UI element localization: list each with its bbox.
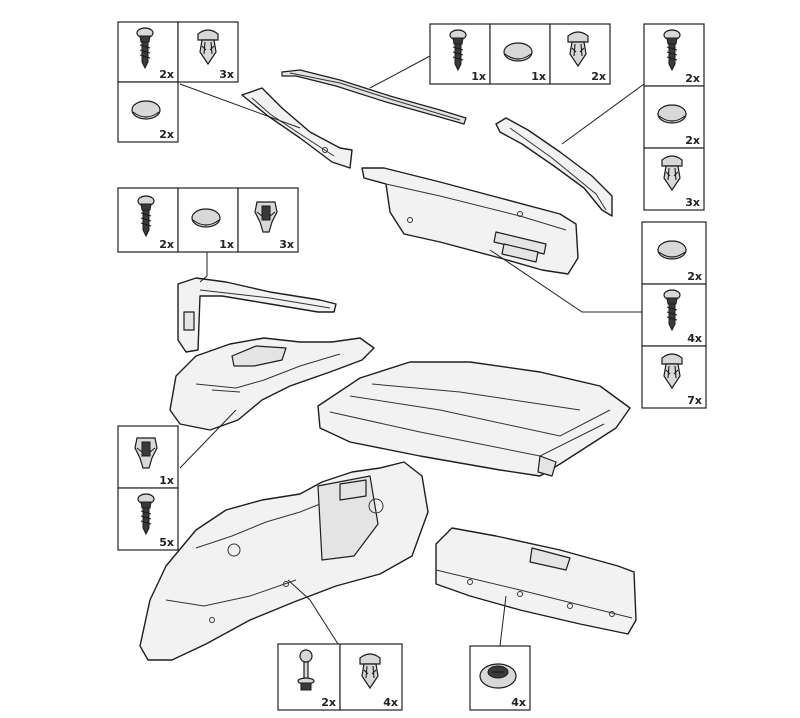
roof-weatherstrip bbox=[281, 69, 467, 125]
round-clip-icon bbox=[479, 663, 517, 689]
quantity-label: 3x bbox=[279, 238, 294, 251]
fastener-group-4: 2x 1x 3x bbox=[117, 187, 299, 253]
quantity-label: 1x bbox=[159, 474, 174, 487]
fastener-group-1: 2x 3x 2x bbox=[117, 21, 239, 143]
quarter-upper-trim bbox=[169, 337, 375, 431]
leader-lines bbox=[179, 55, 645, 647]
c-pillar-lower-trim bbox=[177, 277, 337, 353]
fastener-cell: 3x bbox=[177, 21, 239, 83]
fastener-cell: 4x bbox=[339, 643, 403, 711]
c-pillar-upper-trim bbox=[241, 87, 353, 169]
quantity-label: 2x bbox=[159, 68, 174, 81]
fastener-cell: 2x bbox=[117, 21, 179, 83]
fastener-group-2: 1x 1x 2x bbox=[429, 23, 611, 85]
fastener-cell: 1x bbox=[177, 187, 239, 253]
fastener-cell: 4x bbox=[641, 283, 707, 347]
quantity-label: 4x bbox=[687, 332, 702, 345]
cap-icon bbox=[131, 100, 161, 120]
quantity-label: 2x bbox=[687, 270, 702, 283]
fastener-cell: 1x bbox=[489, 23, 551, 85]
quantity-label: 4x bbox=[511, 696, 526, 709]
fastener-group-7: 2x 4x bbox=[277, 643, 403, 711]
quantity-label: 2x bbox=[159, 128, 174, 141]
fastener-cell: 4x bbox=[469, 645, 531, 711]
fastener-cell: 3x bbox=[643, 147, 705, 211]
fastener-cell: 2x bbox=[643, 23, 705, 87]
quantity-label: 1x bbox=[531, 70, 546, 83]
quantity-label: 2x bbox=[591, 70, 606, 83]
fastener-cell: 2x bbox=[641, 221, 707, 285]
cap-icon bbox=[191, 208, 221, 228]
fastener-cell: 2x bbox=[643, 85, 705, 149]
fastener-cell: 2x bbox=[117, 81, 179, 143]
fastener-group-6: 1x 5x bbox=[117, 425, 179, 551]
tailgate-lining-panel bbox=[361, 167, 579, 275]
luggage-side-trim bbox=[139, 461, 429, 661]
quantity-label: 4x bbox=[383, 696, 398, 709]
fastener-cell: 1x bbox=[429, 23, 491, 85]
fastener-cell: 2x bbox=[277, 643, 341, 711]
rear-sill-trim bbox=[435, 527, 637, 635]
quantity-label: 2x bbox=[321, 696, 336, 709]
quantity-label: 1x bbox=[471, 70, 486, 83]
fastener-cell: 3x bbox=[237, 187, 299, 253]
cap-icon bbox=[657, 104, 687, 124]
quantity-label: 2x bbox=[685, 134, 700, 147]
fastener-cell: 5x bbox=[117, 487, 179, 551]
quantity-label: 2x bbox=[159, 238, 174, 251]
fastener-group-5: 2x 4x 7x bbox=[641, 221, 707, 409]
fastener-group-8: 4x bbox=[469, 645, 531, 711]
quantity-label: 1x bbox=[219, 238, 234, 251]
fastener-cell: 2x bbox=[117, 187, 179, 253]
quantity-label: 3x bbox=[219, 68, 234, 81]
quantity-label: 3x bbox=[685, 196, 700, 209]
parcel-shelf bbox=[317, 361, 631, 477]
rear-roof-side-trim bbox=[495, 117, 613, 217]
cap-icon bbox=[657, 240, 687, 260]
fastener-cell: 7x bbox=[641, 345, 707, 409]
cap-icon bbox=[503, 42, 533, 62]
quantity-label: 5x bbox=[159, 536, 174, 549]
quantity-label: 2x bbox=[685, 72, 700, 85]
quantity-label: 7x bbox=[687, 394, 702, 407]
fastener-cell: 1x bbox=[117, 425, 179, 489]
fastener-cell: 2x bbox=[549, 23, 611, 85]
fastener-group-3: 2x 2x 3x bbox=[643, 23, 705, 211]
